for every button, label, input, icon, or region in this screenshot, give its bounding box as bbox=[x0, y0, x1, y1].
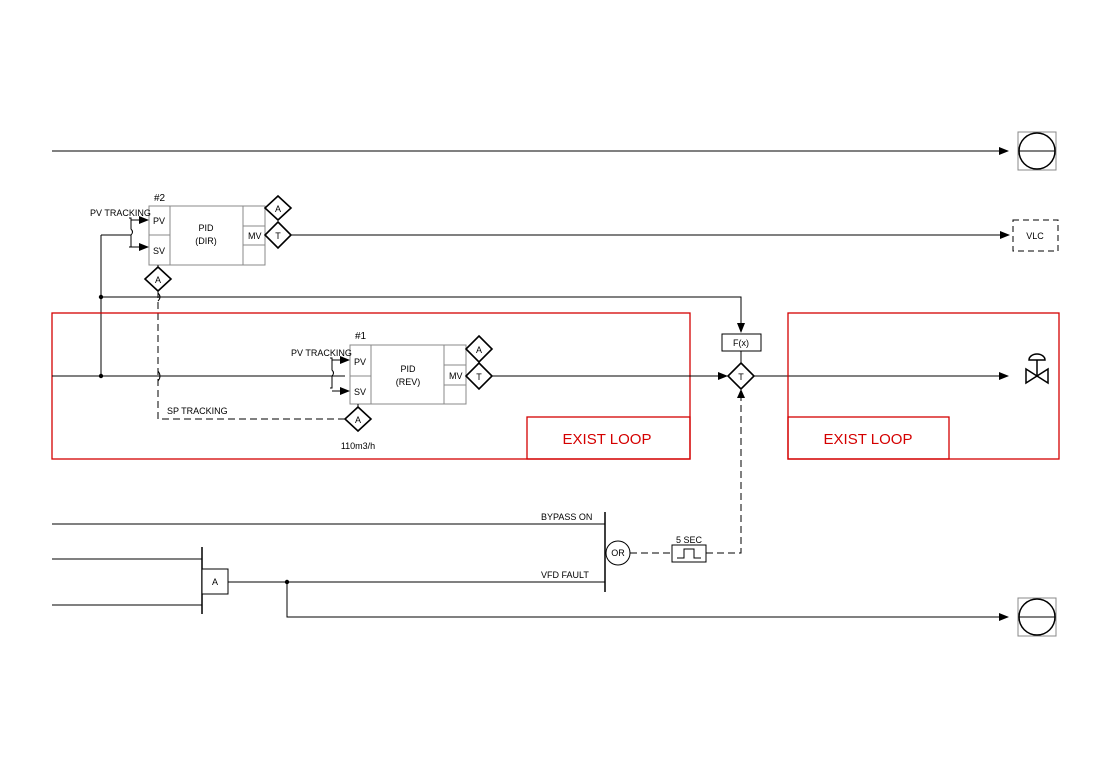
dashed-arrowhead bbox=[737, 389, 745, 398]
vlc-label: VLC bbox=[1026, 231, 1044, 241]
pid1-setpoint-diamond[interactable]: A bbox=[343, 405, 373, 433]
exist-loop-label-box-2 bbox=[787, 416, 950, 460]
vfd-fault-label: VFD FAULT bbox=[541, 570, 589, 580]
crossover-hop bbox=[157, 292, 161, 302]
control-valve-icon[interactable] bbox=[1025, 353, 1049, 385]
pid1-mode: (REV) bbox=[396, 377, 421, 387]
and-block-label: A bbox=[212, 577, 218, 587]
exist-loop-label-box-1 bbox=[526, 416, 691, 460]
pid1-mv-port: MV bbox=[449, 371, 463, 381]
pid1-setpoint-label: A bbox=[355, 415, 361, 425]
pid2-pv-port: PV bbox=[153, 216, 165, 226]
pid2-a-label: A bbox=[275, 204, 281, 214]
pid1-t-diamond[interactable]: T bbox=[464, 361, 494, 391]
pulse-timer-icon[interactable] bbox=[671, 544, 707, 563]
pv-tracking-label-top: PV TRACKING bbox=[90, 208, 151, 218]
timer-to-track-dashed-line bbox=[706, 390, 742, 554]
fx-label: F(x) bbox=[733, 338, 749, 348]
pv-tracking-bracket-mid bbox=[330, 357, 334, 389]
pid2-t-label: T bbox=[275, 231, 281, 241]
display-circle-icon[interactable] bbox=[1017, 597, 1057, 637]
pid2-sv-port: SV bbox=[153, 246, 165, 256]
pid2-tag: #2 bbox=[154, 193, 166, 204]
pid2-mode: (DIR) bbox=[195, 236, 217, 246]
pid1-block[interactable] bbox=[349, 344, 467, 405]
track-label: T bbox=[738, 372, 744, 382]
sp-tracking-dashed-line bbox=[157, 291, 345, 420]
pid2-t-diamond[interactable]: T bbox=[263, 220, 293, 250]
pv-tracking-bracket-top bbox=[129, 217, 133, 248]
pid2-name: PID bbox=[198, 223, 214, 233]
pv-tracking-label-mid: PV TRACKING bbox=[291, 348, 352, 358]
bottom-signal-line bbox=[286, 582, 1009, 621]
fx-block[interactable]: F(x) bbox=[721, 333, 762, 352]
and-block[interactable]: A bbox=[201, 568, 229, 595]
track-diamond[interactable]: T bbox=[726, 361, 756, 391]
pid1-a-diamond[interactable]: A bbox=[464, 334, 494, 364]
or-gate[interactable]: OR bbox=[605, 540, 631, 566]
setpoint-value: 110m3/h bbox=[341, 441, 375, 451]
pid2-a-diamond[interactable]: A bbox=[263, 194, 293, 222]
timer-label: 5 SEC bbox=[676, 535, 703, 545]
sp-tracking-label: SP TRACKING bbox=[167, 406, 228, 416]
pid2-alarm-label: A bbox=[155, 275, 161, 285]
pid1-a-label: A bbox=[476, 345, 482, 355]
pid2-alarm-diamond[interactable]: A bbox=[143, 265, 173, 293]
vlc-block[interactable]: VLC bbox=[1012, 219, 1059, 252]
exist-loop-label-1: EXIST LOOP bbox=[563, 431, 652, 448]
pid1-pv-port: PV bbox=[354, 357, 366, 367]
display-circle-icon[interactable] bbox=[1017, 131, 1057, 171]
feed-to-fx-line bbox=[101, 296, 745, 333]
pid1-tag: #1 bbox=[355, 331, 367, 342]
pid2-mv-port: MV bbox=[248, 231, 262, 241]
or-gate-label: OR bbox=[611, 548, 625, 558]
exist-loop-frame-1 bbox=[51, 312, 691, 460]
pid1-name: PID bbox=[400, 364, 416, 374]
pid1-sv-port: SV bbox=[354, 387, 366, 397]
pid1-t-label: T bbox=[476, 372, 482, 382]
bypass-on-label: BYPASS ON bbox=[541, 512, 592, 522]
exist-loop-label-2: EXIST LOOP bbox=[824, 431, 913, 448]
